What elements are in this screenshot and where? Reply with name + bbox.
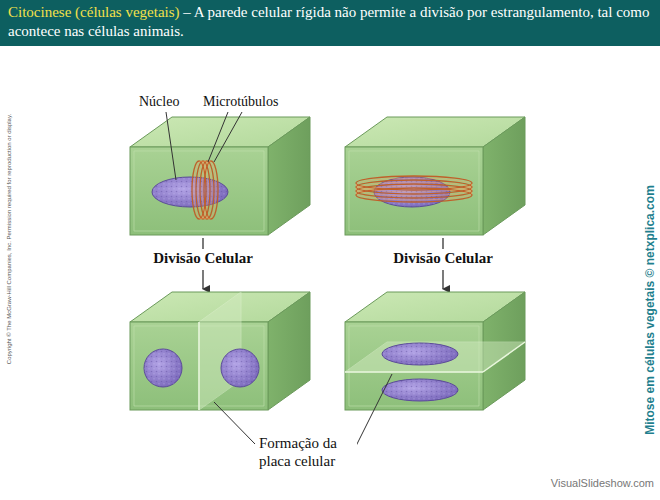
side-watermark: Mitose em células vegetais © netxplica.c… [643, 150, 657, 470]
watermark: VisualSlideshow.com [548, 477, 654, 489]
copyright-note: Copyright © The McGraw-Hill Companies, I… [6, 89, 12, 389]
slide-title: Citocinese (células vegetais) [8, 4, 180, 20]
step-label: Divisão Celular [128, 250, 278, 267]
part-label: Microtúbulos [203, 94, 278, 110]
title-band: Citocinese (células vegetais) – A parede… [0, 0, 660, 46]
step-label: Divisão Celular [368, 250, 518, 267]
part-label: Formação da placa celular [259, 434, 357, 470]
part-label: Núcleo [139, 94, 179, 110]
header-text: Citocinese (células vegetais) – A parede… [0, 0, 660, 41]
